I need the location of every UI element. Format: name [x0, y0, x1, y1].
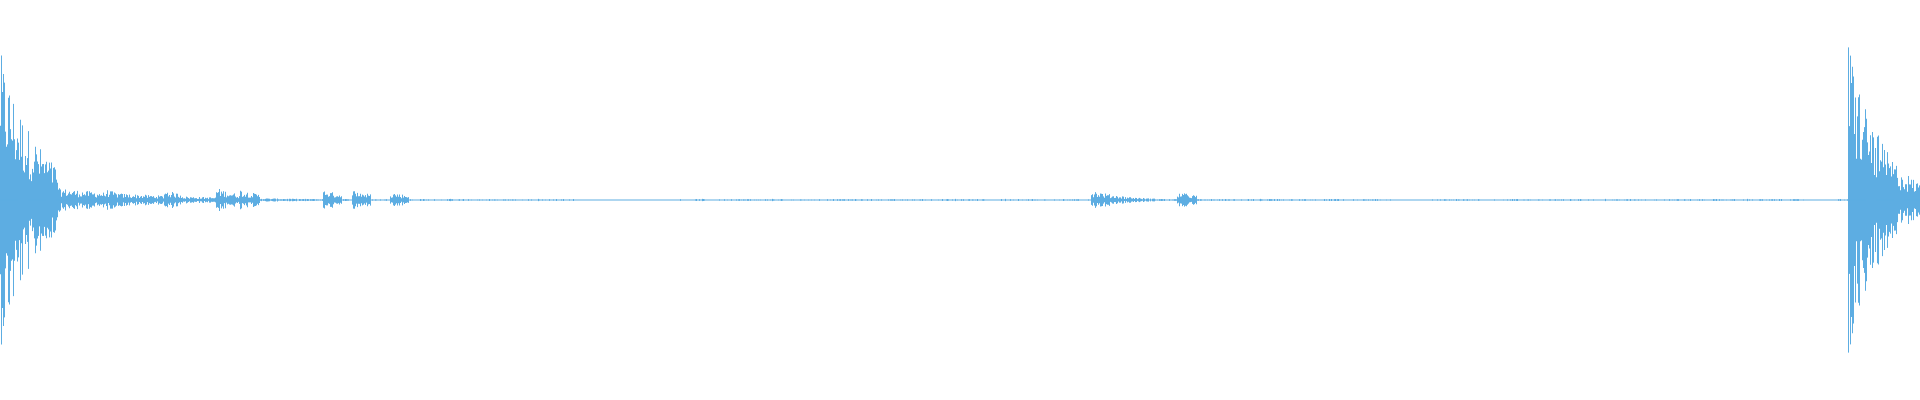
waveform-lines	[0, 47, 1920, 353]
